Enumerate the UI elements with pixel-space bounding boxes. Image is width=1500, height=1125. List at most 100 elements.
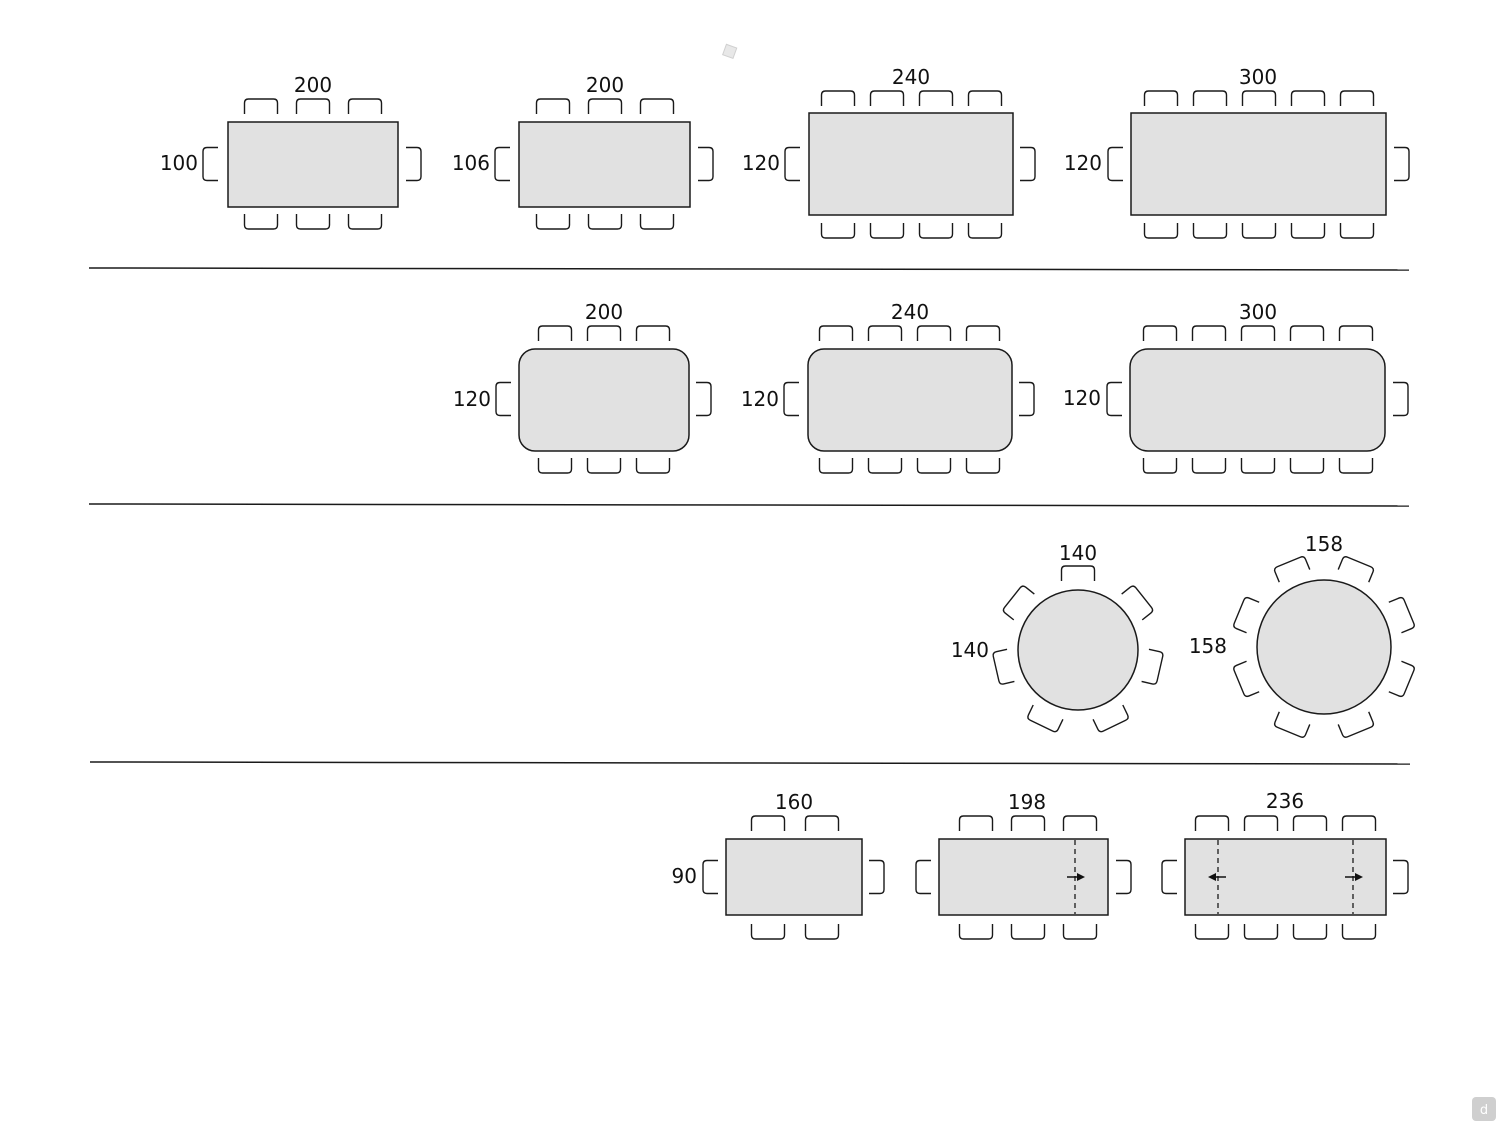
chair-icon <box>1243 924 1279 940</box>
chair-icon <box>804 815 840 831</box>
table-300x120-top <box>1130 112 1387 216</box>
chair-icon <box>494 146 510 182</box>
chair-icon <box>1273 711 1311 738</box>
table-200x106: 200 106 <box>452 73 714 230</box>
chair-icon <box>915 859 931 895</box>
chair-icon <box>1289 458 1325 474</box>
chair-icon <box>698 146 714 182</box>
chair-icon <box>918 90 954 106</box>
round-table-140-width-label: 140 <box>1059 541 1097 565</box>
round-table-158-chairs <box>1233 556 1415 738</box>
extendable-table-160-top <box>725 838 863 916</box>
table-300x120-depth-label: 120 <box>1064 151 1102 175</box>
table-200x106-chairs <box>494 98 714 230</box>
extend-arrow-right-icon <box>1077 873 1085 881</box>
chair-icon <box>869 223 905 239</box>
table-240x120-chairs <box>784 90 1036 239</box>
chair-icon <box>1273 556 1311 583</box>
chair-icon <box>1192 223 1228 239</box>
chair-icon <box>1393 859 1409 895</box>
chair-icon <box>1143 90 1179 106</box>
extendable-table-236-chairs <box>1161 815 1409 940</box>
chair-icon <box>1116 859 1132 895</box>
chair-icon <box>1143 223 1179 239</box>
rounded-table-200x120-depth-label: 120 <box>453 387 491 411</box>
chair-icon <box>804 924 840 940</box>
chair-icon <box>1241 90 1277 106</box>
chair-icon <box>958 815 994 831</box>
chair-icon <box>1292 815 1328 831</box>
chair-icon <box>243 214 279 230</box>
chair-icon <box>406 146 422 182</box>
row-divider-2 <box>88 503 1410 507</box>
chair-icon <box>635 325 671 341</box>
chair-icon <box>535 214 571 230</box>
chair-icon <box>586 458 622 474</box>
chair-icon <box>537 458 573 474</box>
round-table-158-width-label: 158 <box>1305 532 1343 556</box>
table-300x120-width-label: 300 <box>1239 65 1277 89</box>
chair-icon <box>1106 381 1122 417</box>
chair-icon <box>347 214 383 230</box>
rounded-table-200x120-chairs <box>495 325 712 474</box>
chair-icon <box>869 859 885 895</box>
chair-icon <box>586 325 622 341</box>
chair-icon <box>783 381 799 417</box>
chair-icon <box>1060 565 1096 581</box>
chair-icon <box>1092 704 1129 733</box>
chair-icon <box>965 458 1001 474</box>
chair-icon <box>867 325 903 341</box>
chair-icon <box>1020 146 1036 182</box>
chair-icon <box>495 381 511 417</box>
chair-icon <box>867 458 903 474</box>
chair-icon <box>1142 458 1178 474</box>
chair-icon <box>916 458 952 474</box>
chair-icon <box>1002 585 1035 621</box>
table-240x120-depth-label: 120 <box>742 151 780 175</box>
chair-icon <box>1062 924 1098 940</box>
chair-icon <box>958 924 994 940</box>
brand-logo-letter: d <box>1480 1103 1488 1118</box>
rounded-table-200x120: 200 120 <box>453 300 712 474</box>
chair-icon <box>535 98 571 114</box>
chair-icon <box>587 214 623 230</box>
extendable-table-198-chairs <box>915 815 1132 940</box>
row-divider-1 <box>88 267 1410 271</box>
chair-icon <box>1241 223 1277 239</box>
round-table-140-top <box>1017 589 1139 711</box>
chair-icon <box>1338 458 1374 474</box>
chair-icon <box>1388 660 1415 698</box>
chair-icon <box>243 98 279 114</box>
chair-icon <box>1194 815 1230 831</box>
rounded-table-240x120-chairs <box>783 325 1035 474</box>
chair-icon <box>1240 458 1276 474</box>
chair-icon <box>784 146 800 182</box>
chair-icon <box>1290 223 1326 239</box>
chair-icon <box>1337 556 1375 583</box>
chair-icon <box>635 458 671 474</box>
table-200x100: 200 100 <box>160 73 422 230</box>
chair-icon <box>1388 596 1415 634</box>
rounded-table-300x120-depth-label: 120 <box>1063 386 1101 410</box>
rounded-table-240x120-width-label: 240 <box>891 300 929 324</box>
chair-icon <box>1010 924 1046 940</box>
table-300x120: 300 120 <box>1064 65 1410 239</box>
chair-icon <box>1337 711 1375 738</box>
chair-icon <box>1292 924 1328 940</box>
extendable-table-198-top <box>938 838 1109 916</box>
chair-icon <box>1341 815 1377 831</box>
chair-icon <box>1107 146 1123 182</box>
extendable-table-198-width-label: 198 <box>1008 790 1046 814</box>
chair-icon <box>918 223 954 239</box>
round-table-158-top <box>1256 579 1392 715</box>
chair-icon <box>639 98 675 114</box>
chair-icon <box>1141 648 1164 685</box>
extendable-table-160: 160 90 <box>672 790 885 940</box>
chair-icon <box>295 214 331 230</box>
chair-icon <box>1142 325 1178 341</box>
chair-icon <box>1161 859 1177 895</box>
chair-icon <box>1341 924 1377 940</box>
chair-icon <box>818 458 854 474</box>
chair-icon <box>1062 815 1098 831</box>
